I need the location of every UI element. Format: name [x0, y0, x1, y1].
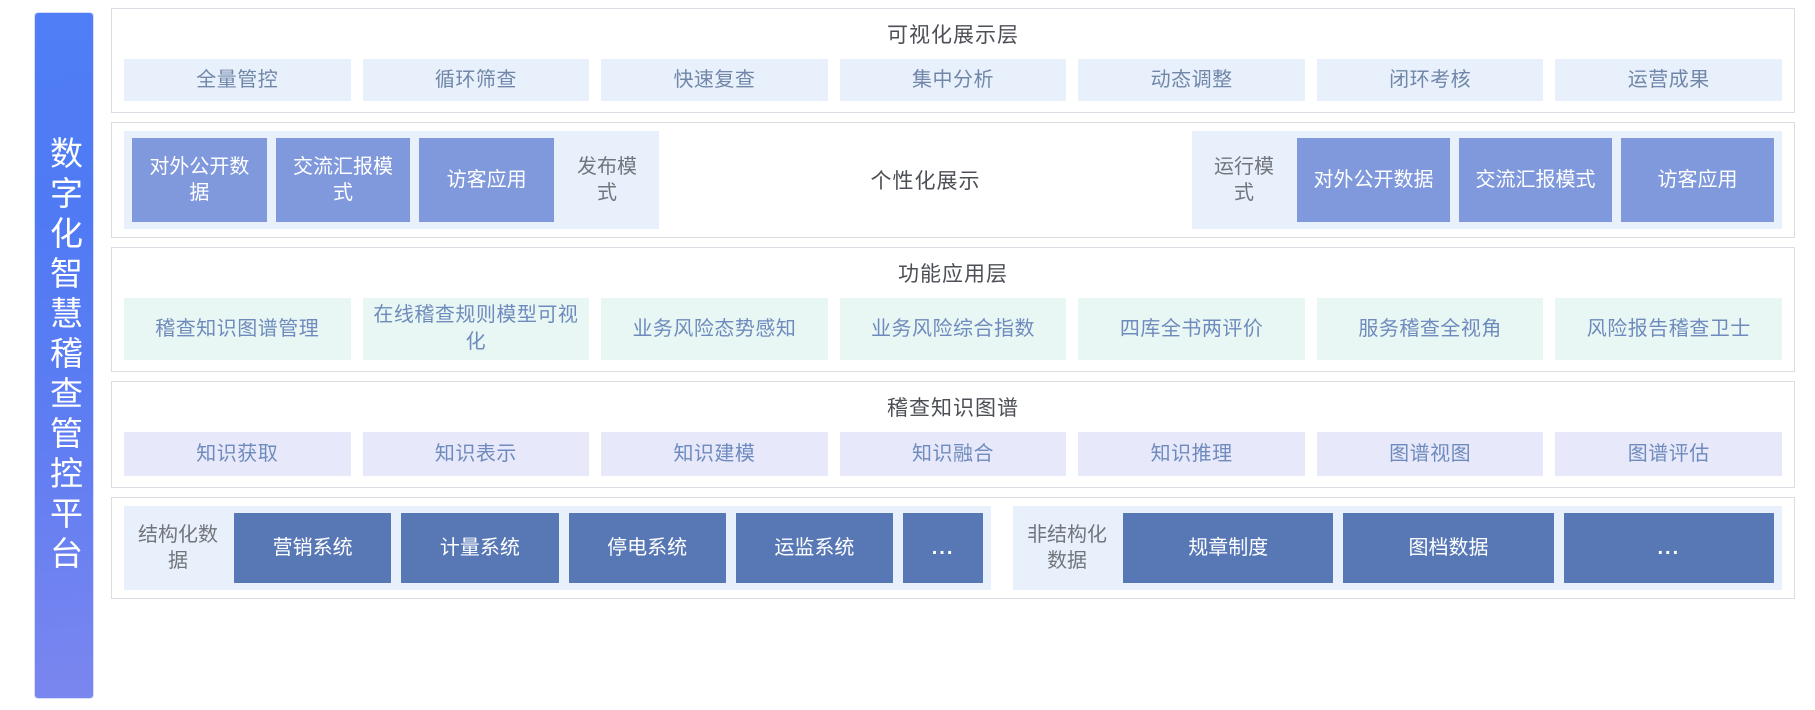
layer-knowledge-graph-title: 稽查知识图谱 [887, 397, 1019, 420]
platform-banner: 数字化智慧稽查管控平台 [35, 13, 93, 698]
mode-right-3[interactable]: 访客应用 [1621, 138, 1774, 222]
mode-right-1[interactable]: 对外公开数据 [1297, 138, 1450, 222]
func-item-3[interactable]: 业务风险综合指数 [839, 298, 1067, 360]
layer-visualization-items: 全量管控 循环筛查 快速复查 集中分析 动态调整 闭环考核 运营成果 [112, 59, 1794, 112]
structured-item-3[interactable]: 运监系统 [735, 513, 894, 583]
structured-item-0[interactable]: 营销系统 [234, 513, 392, 583]
personalization-right-group: 运行模式 对外公开数据 交流汇报模式 访客应用 [1192, 131, 1782, 229]
structured-item-1[interactable]: 计量系统 [401, 513, 559, 583]
personalization-left-group: 对外公开数据 交流汇报模式 访客应用 发布模式 [124, 131, 659, 229]
kg-item-6[interactable]: 图谱评估 [1555, 432, 1783, 476]
layer-data-sources: 结构化数据 营销系统 计量系统 停电系统 运监系统 ... 非结构化数据 规章制… [111, 497, 1795, 599]
platform-title: 数字化智慧稽查管控平台 [45, 135, 83, 576]
layer-knowledge-graph: 稽查知识图谱 知识获取 知识表示 知识建模 知识融合 知识推理 图谱视图 图谱评… [111, 381, 1795, 488]
vis-item-6[interactable]: 运营成果 [1555, 59, 1783, 101]
kg-item-1[interactable]: 知识表示 [362, 432, 590, 476]
personalization-center-label: 个性化展示 [659, 131, 1192, 229]
kg-item-3[interactable]: 知识融合 [839, 432, 1067, 476]
unstructured-item-more[interactable]: ... [1563, 513, 1774, 583]
layer-function-title: 功能应用层 [898, 263, 1008, 286]
layer-stack: 可视化展示层 全量管控 循环筛查 快速复查 集中分析 动态调整 闭环考核 运营成… [111, 8, 1795, 702]
vis-item-4[interactable]: 动态调整 [1078, 59, 1305, 101]
unstructured-data-label: 非结构化数据 [1027, 524, 1108, 572]
kg-item-5[interactable]: 图谱视图 [1316, 432, 1544, 476]
layer-function: 功能应用层 稽查知识图谱管理 在线稽查规则模型可视化 业务风险态势感知 业务风险… [111, 247, 1795, 372]
mode-left-2[interactable]: 访客应用 [419, 138, 555, 222]
kg-item-0[interactable]: 知识获取 [124, 432, 351, 476]
mode-left-0[interactable]: 对外公开数据 [132, 138, 267, 222]
mode-left-1[interactable]: 交流汇报模式 [275, 138, 411, 222]
layer-visualization-title: 可视化展示层 [887, 24, 1019, 47]
structured-data-label: 结构化数据 [138, 524, 218, 572]
vis-item-3[interactable]: 集中分析 [839, 59, 1067, 101]
layer-function-items: 稽查知识图谱管理 在线稽查规则模型可视化 业务风险态势感知 业务风险综合指数 四… [112, 298, 1794, 371]
structured-item-more[interactable]: ... [903, 513, 984, 583]
vis-item-1[interactable]: 循环筛查 [362, 59, 590, 101]
func-item-2[interactable]: 业务风险态势感知 [601, 298, 828, 360]
kg-item-2[interactable]: 知识建模 [601, 432, 828, 476]
kg-item-4[interactable]: 知识推理 [1078, 432, 1305, 476]
mode-right-0[interactable]: 运行模式 [1214, 156, 1274, 204]
func-item-4[interactable]: 四库全书两评价 [1078, 298, 1305, 360]
vis-item-2[interactable]: 快速复查 [601, 59, 828, 101]
unstructured-item-1[interactable]: 图档数据 [1343, 513, 1554, 583]
unstructured-item-0[interactable]: 规章制度 [1123, 513, 1334, 583]
func-item-6[interactable]: 风险报告稽查卫士 [1555, 298, 1783, 360]
layer-knowledge-graph-items: 知识获取 知识表示 知识建模 知识融合 知识推理 图谱视图 图谱评估 [112, 432, 1794, 487]
structured-item-2[interactable]: 停电系统 [568, 513, 726, 583]
mode-left-3[interactable]: 发布模式 [577, 156, 638, 204]
vis-item-5[interactable]: 闭环考核 [1316, 59, 1544, 101]
unstructured-data-group: 非结构化数据 规章制度 图档数据 ... [1013, 506, 1782, 590]
layer-visualization: 可视化展示层 全量管控 循环筛查 快速复查 集中分析 动态调整 闭环考核 运营成… [111, 8, 1795, 113]
func-item-1[interactable]: 在线稽查规则模型可视化 [362, 298, 590, 360]
func-item-0[interactable]: 稽查知识图谱管理 [124, 298, 351, 360]
vis-item-0[interactable]: 全量管控 [124, 59, 351, 101]
func-item-5[interactable]: 服务稽查全视角 [1316, 298, 1544, 360]
layer-personalization: 对外公开数据 交流汇报模式 访客应用 发布模式 个性化展示 运行模式 对外公开数… [111, 122, 1795, 238]
mode-right-2[interactable]: 交流汇报模式 [1459, 138, 1612, 222]
structured-data-group: 结构化数据 营销系统 计量系统 停电系统 运监系统 ... [124, 506, 992, 590]
